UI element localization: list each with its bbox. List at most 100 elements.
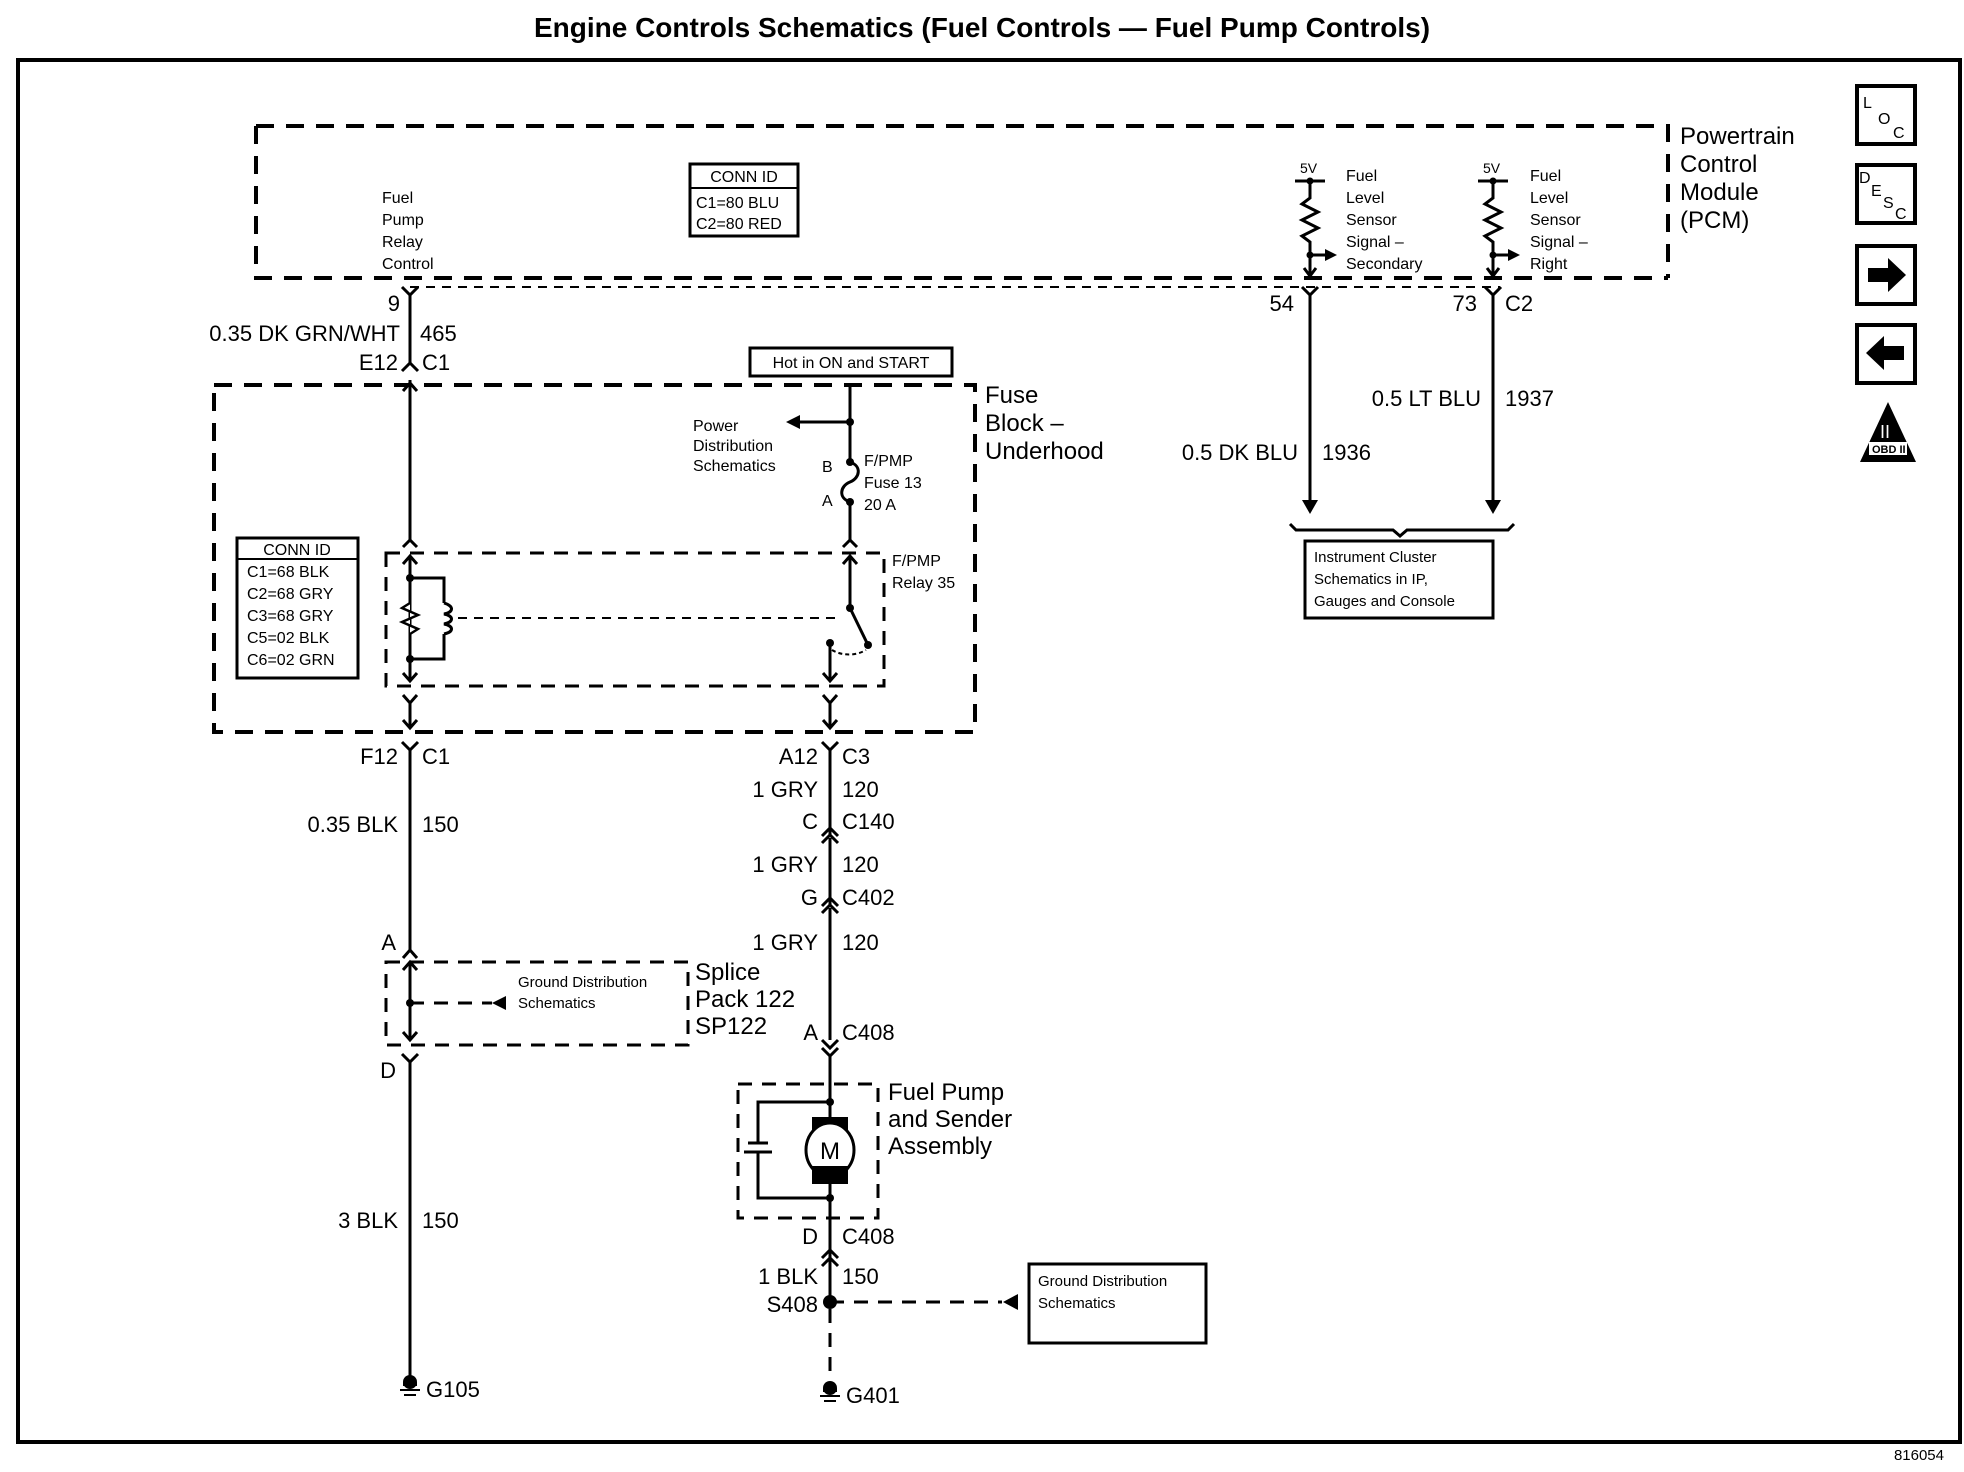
fuse-label-2: Fuse 13 <box>864 475 922 492</box>
next-page-button[interactable] <box>1855 244 1917 306</box>
relay-label-1: F/PMP <box>892 553 941 570</box>
pin-label: C <box>802 809 818 834</box>
pin-label: G <box>801 885 818 910</box>
ground-label-g105: G105 <box>426 1377 480 1402</box>
connector-label: C1 <box>422 744 450 769</box>
sensor-secondary-label-3: Sensor <box>1346 212 1397 229</box>
wire-color-label: 0.5 LT BLU <box>1372 386 1481 411</box>
relay-control-label-1: Fuel <box>382 190 413 207</box>
diagram-frame <box>16 58 1962 1444</box>
ground-icon <box>400 1375 420 1396</box>
obd-label: OBD II <box>1872 444 1906 456</box>
relay-switch <box>821 553 872 684</box>
ground-distribution-reference[interactable]: Ground Distribution Schematics <box>1027 1262 1208 1345</box>
desc-letter-d: D <box>1859 170 1871 187</box>
wire-1937 <box>1483 285 1503 514</box>
resistor-icon <box>1481 181 1505 275</box>
fuse-label-3: 20 A <box>864 497 896 514</box>
desc-button[interactable]: D E S C <box>1855 163 1917 225</box>
brace <box>1288 522 1516 538</box>
splice-pack-name-2: Pack 122 <box>695 986 795 1013</box>
ground-dist-ref-1[interactable]: Ground Distribution <box>518 974 647 991</box>
wire-color-label: 1 BLK <box>758 1264 818 1289</box>
power-distribution-ref-1[interactable]: Power <box>693 418 739 435</box>
wire-color-label: 0.35 BLK <box>307 812 398 837</box>
ground-dist-ref-2[interactable]: Schematics <box>518 995 596 1012</box>
fuse-conn-id-row: C1=68 BLK <box>247 564 330 581</box>
loc-letter-c: C <box>1893 125 1905 142</box>
fuel-pump-name-1: Fuel Pump <box>888 1079 1004 1106</box>
pcm-boundary <box>254 124 1670 280</box>
instrument-cluster-reference[interactable]: Instrument Cluster Schematics in IP, Gau… <box>1303 539 1495 620</box>
circuit-number: 150 <box>422 1208 459 1233</box>
circuit-number: 120 <box>842 777 879 802</box>
relay-control-label-2: Pump <box>382 212 424 229</box>
ground-dist-ref2-2: Schematics <box>1038 1295 1116 1312</box>
connector-label: C3 <box>842 744 870 769</box>
pin-label: E12 <box>359 350 398 375</box>
power-distribution-ref-2[interactable]: Distribution <box>693 438 773 455</box>
loc-letter-o: O <box>1878 111 1890 128</box>
wire-color-label: 0.35 DK GRN/WHT <box>209 321 400 346</box>
circuit-number: 1937 <box>1505 386 1554 411</box>
sensor-right-label-3: Sensor <box>1530 212 1581 229</box>
loc-letter-l: L <box>1863 95 1872 112</box>
fuse-conn-id-row: C5=02 BLK <box>247 630 330 647</box>
fuel-level-sensor-secondary-circuit: 5V <box>1295 160 1337 279</box>
sensor-right-label-5: Right <box>1530 256 1568 273</box>
wire-color-label: 1 GRY <box>752 777 818 802</box>
coil-icon <box>443 601 453 636</box>
pin-label: A <box>803 1020 818 1045</box>
pin-label: D <box>380 1058 396 1083</box>
arrow-right-icon <box>1868 258 1906 292</box>
circuit-number: 150 <box>842 1264 879 1289</box>
connector-label: C1 <box>422 350 450 375</box>
obd-ii-button[interactable]: II OBD II <box>1860 402 1916 462</box>
circuit-number: 465 <box>420 321 457 346</box>
fuel-pump-name-3: Assembly <box>888 1133 992 1160</box>
desc-letter-s: S <box>1883 195 1894 212</box>
fuse-conn-id-row: C6=02 GRN <box>247 652 335 669</box>
resistor-icon <box>398 601 422 636</box>
instrument-cluster-ref-1: Instrument Cluster <box>1314 549 1437 566</box>
relay-control-label-3: Relay <box>382 234 423 251</box>
connector-label: C140 <box>842 809 895 834</box>
sensor-secondary-label-5: Secondary <box>1346 256 1423 273</box>
splice-pack-name-3: SP122 <box>695 1013 767 1040</box>
wire-color-label: 3 BLK <box>338 1208 398 1233</box>
pin-label: A12 <box>779 744 818 769</box>
fuse-block-conn-id-table: CONN ID C1=68 BLK C2=68 GRY C3=68 GRY C5… <box>235 536 360 680</box>
power-distribution-ref-3[interactable]: Schematics <box>693 458 776 475</box>
sensor-secondary-label-4: Signal – <box>1346 234 1404 251</box>
hot-in-on-start-label: Hot in ON and START <box>748 346 954 378</box>
wire-150-to-g105 <box>400 1052 420 1376</box>
fuel-pump-name-2: and Sender <box>888 1106 1012 1133</box>
figure-id: 816054 <box>1893 1447 1944 1464</box>
pcm-name-3: Module <box>1680 179 1759 206</box>
desc-letter-c: C <box>1895 206 1907 223</box>
ground-label-g401: G401 <box>846 1383 900 1408</box>
loc-button[interactable]: L O C <box>1855 84 1917 146</box>
pcm-conn-id-row: C2=80 RED <box>696 216 782 233</box>
pin-label: 73 <box>1453 291 1477 316</box>
ground-icon <box>820 1381 840 1402</box>
prev-page-button[interactable] <box>1855 323 1917 385</box>
relay-label-2: Relay 35 <box>892 575 955 592</box>
sensor-secondary-label-1: Fuel <box>1346 168 1377 185</box>
pin-label: 54 <box>1270 291 1294 316</box>
fuse-block-boundary <box>212 383 977 734</box>
arrow-left-icon <box>492 996 506 1010</box>
pcm-name-4: (PCM) <box>1680 207 1749 234</box>
connector-label: C2 <box>1505 291 1533 316</box>
pcm-conn-id-table: CONN ID C1=80 BLU C2=80 RED <box>688 162 800 238</box>
pin-label: D <box>802 1224 818 1249</box>
sensor-right-label-1: Fuel <box>1530 168 1561 185</box>
fuel-pump-motor: M <box>744 1098 856 1258</box>
hot-label-text: Hot in ON and START <box>773 355 930 372</box>
wire-color-label: 1 GRY <box>752 852 818 877</box>
voltage-5v-label: 5V <box>1483 160 1501 176</box>
fuse-label-1: F/PMP <box>864 453 913 470</box>
desc-letter-e: E <box>1871 183 1882 200</box>
connector-label: C408 <box>842 1020 895 1045</box>
pcm-name-2: Control <box>1680 151 1757 178</box>
